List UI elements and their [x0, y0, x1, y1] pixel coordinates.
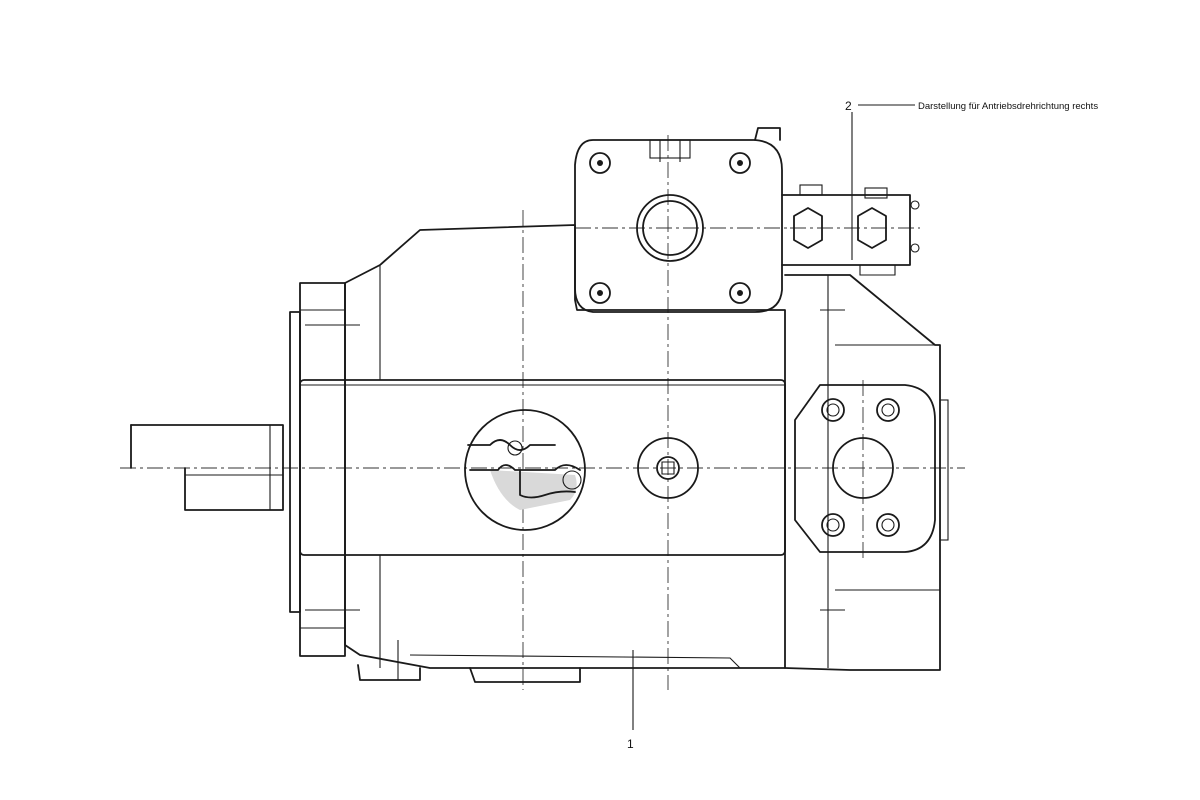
rear-port-flange	[794, 384, 936, 553]
callout-2-number: 2	[845, 99, 852, 113]
callout-2: 2 Darstellung für Antriebsdrehrichtung r…	[845, 99, 1098, 260]
center-lines	[120, 135, 965, 690]
control-valve	[781, 184, 920, 276]
main-housing	[344, 224, 786, 730]
callout-1: 1	[627, 737, 634, 751]
drive-shaft	[130, 424, 284, 511]
top-port-flange	[574, 127, 783, 313]
callout-2-text: Darstellung für Antriebsdrehrichtung rec…	[918, 101, 1098, 112]
callout-1-number: 1	[627, 737, 634, 751]
center-band	[299, 379, 786, 556]
rear-housing	[784, 274, 949, 671]
